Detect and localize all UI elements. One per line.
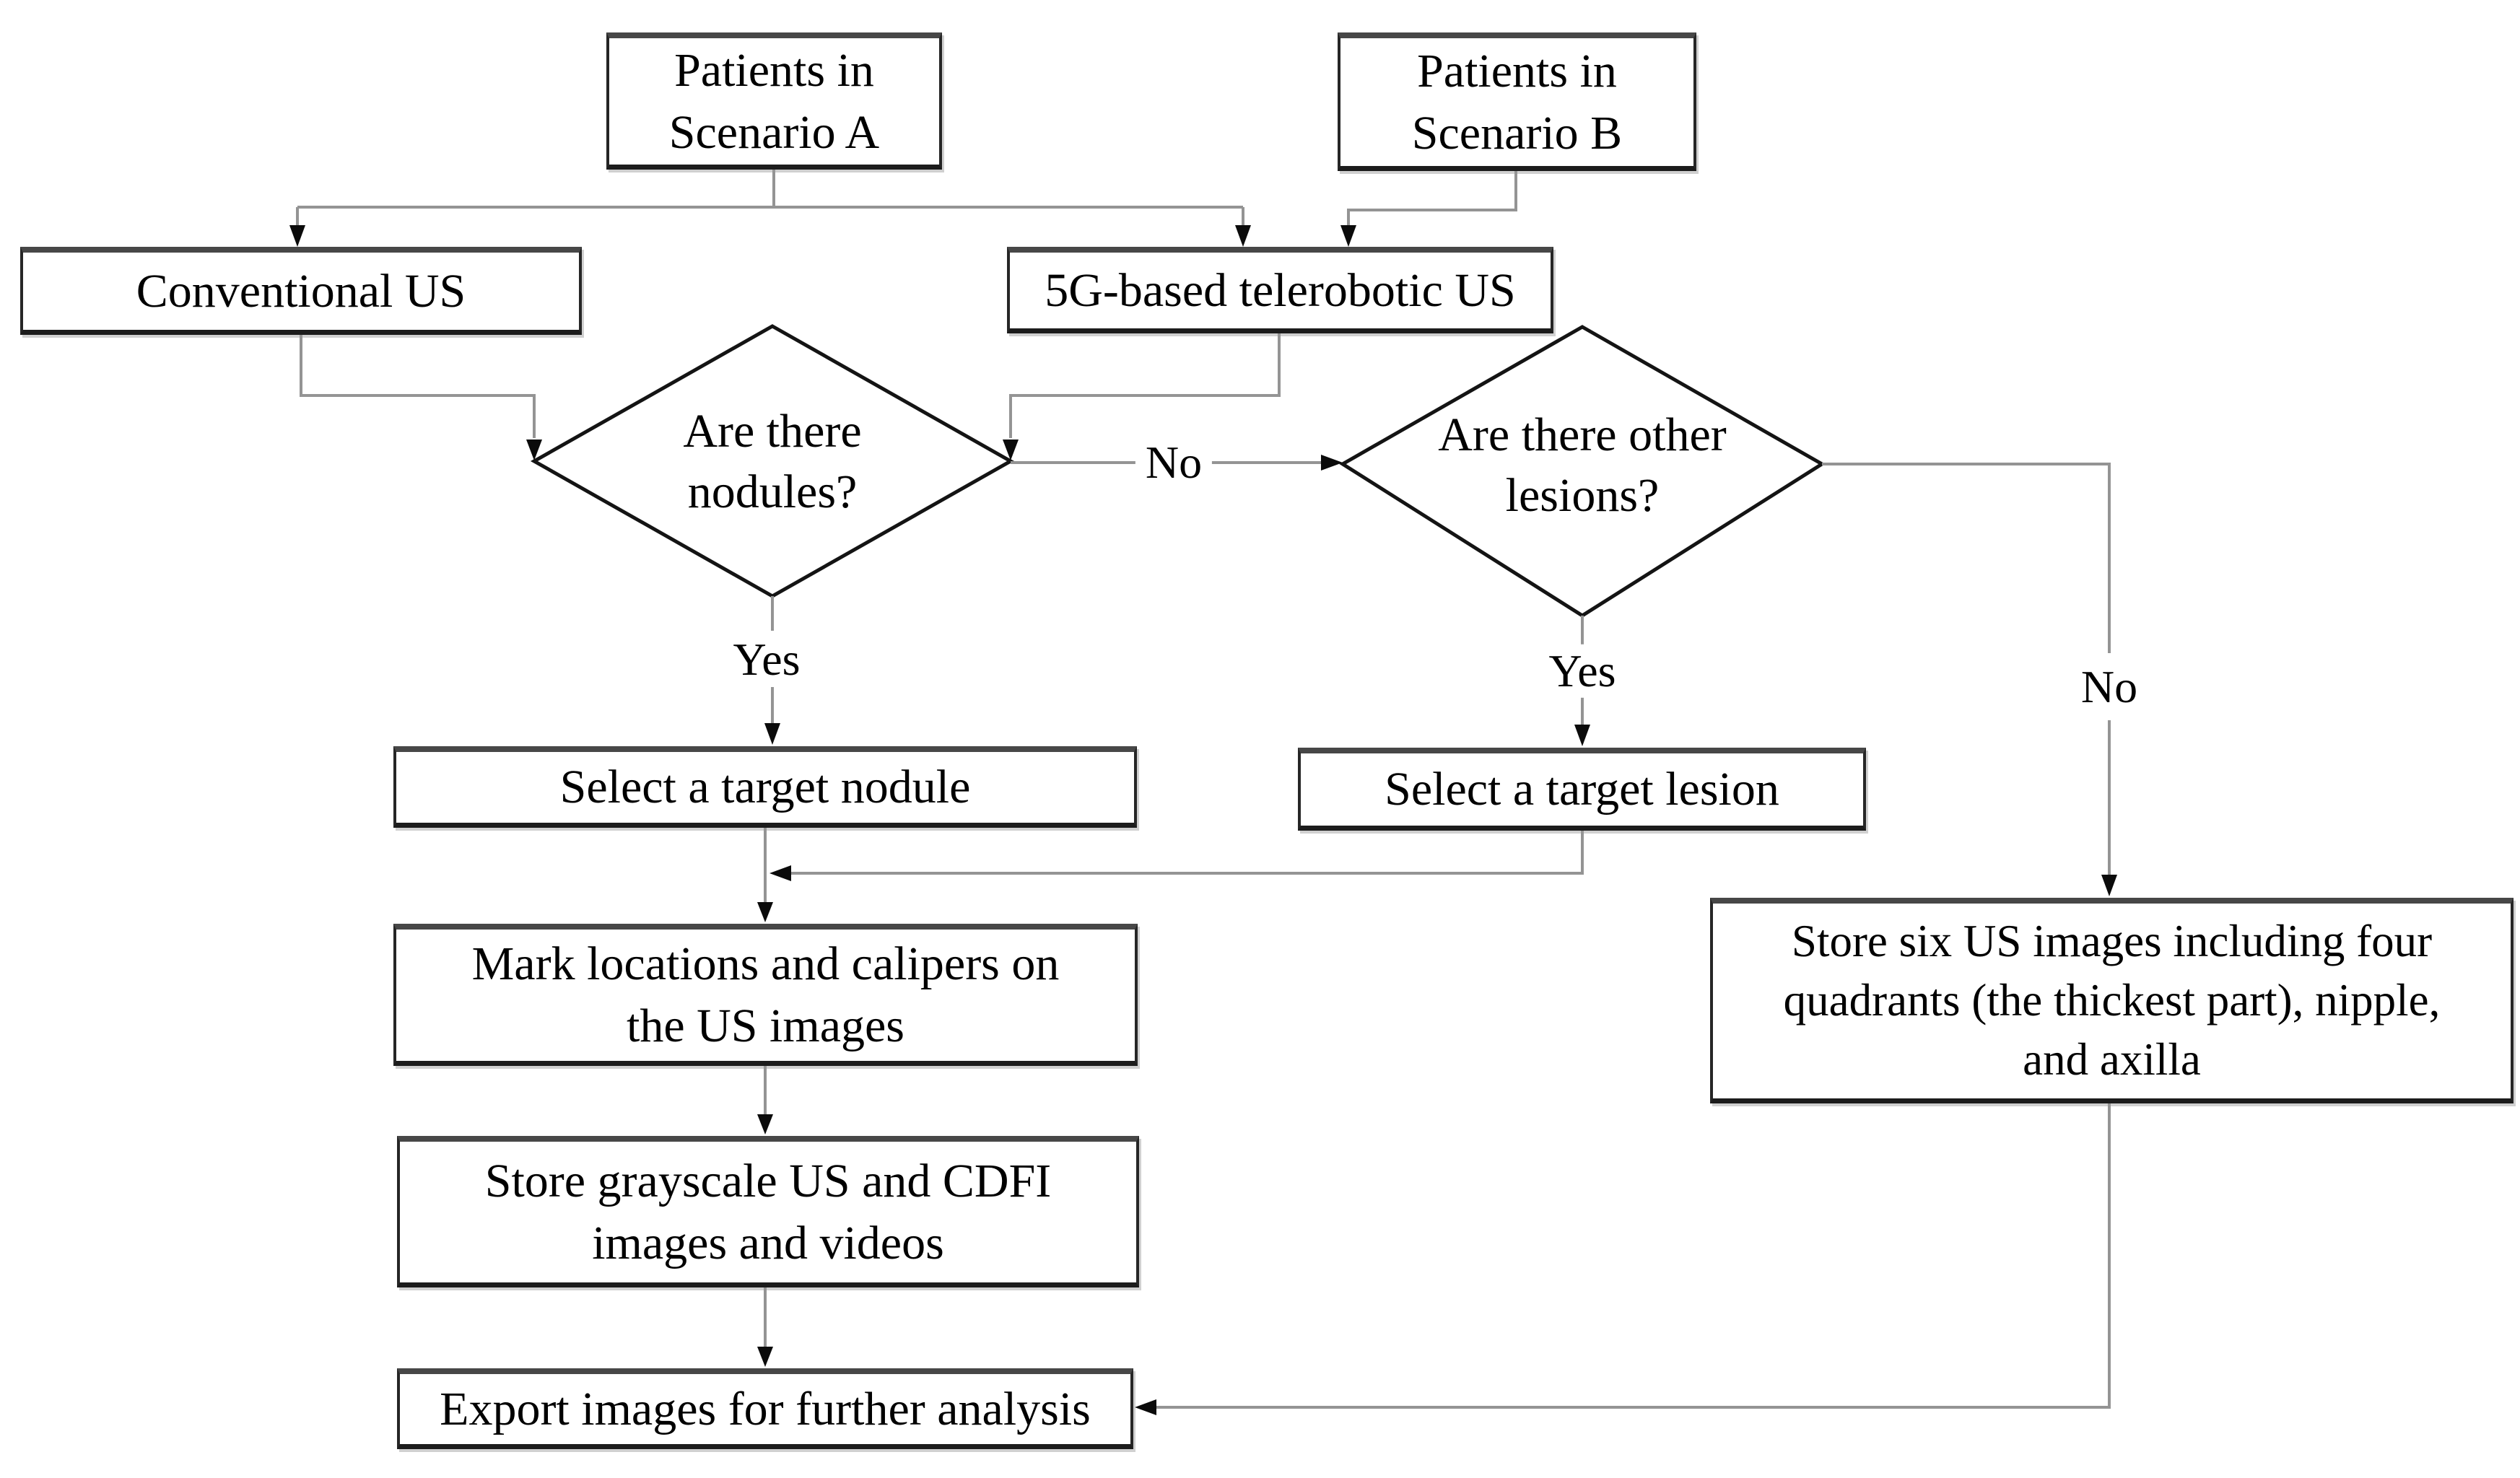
node-patients-scenario-b-label: Patients in Scenario B [1411,44,1623,159]
node-telerobotic-us: 5G-based telerobotic US [1007,247,1553,333]
node-mark-locations-label: Mark locations and calipers on the US im… [471,937,1060,1052]
edge-select-lesion-merge [769,831,1584,881]
arrowhead [1574,725,1590,746]
arrowhead [289,225,305,247]
node-conventional-us: Conventional US [20,247,582,335]
edge-lesions-no-to-store-six [1822,463,2117,896]
node-select-target-nodule: Select a target nodule [393,746,1137,828]
arrowhead [1003,440,1019,460]
node-store-six-images-label: Store six US images including four quadr… [1783,916,2441,1085]
edge-scenario-b-to-telerobotic [1340,167,1517,247]
arrowhead [526,440,542,460]
edge-lesions-yes-to-select-lesion [1574,616,1590,746]
arrowhead [2101,875,2117,896]
edge-mark-to-store-grayscale [757,1066,773,1134]
node-store-grayscale-label: Store grayscale US and CDFI images and v… [484,1154,1052,1269]
node-select-target-lesion-label: Select a target lesion [1385,763,1779,816]
node-conventional-us-label: Conventional US [136,264,466,318]
edge-conventional-to-nodules-decision [300,335,542,460]
node-patients-scenario-a: Patients in Scenario A [606,32,942,170]
arrowhead [1135,1399,1156,1415]
edge-scenario-a-split [289,167,1251,247]
node-store-six-images: Store six US images including four quadr… [1710,898,2514,1103]
edge-label-lesions-yes: Yes [1538,644,1626,699]
edge-nodules-yes-to-select-nodule [764,596,780,745]
arrowhead [769,865,791,881]
edge-label-nodules-yes: Yes [723,632,811,687]
node-store-grayscale: Store grayscale US and CDFI images and v… [397,1136,1139,1287]
node-patients-scenario-a-label: Patients in Scenario A [668,43,880,159]
arrowhead [1321,455,1343,471]
node-export-images-label: Export images for further analysis [440,1382,1091,1435]
arrowhead [1340,225,1356,247]
arrowhead [757,902,773,922]
edge-store-grayscale-to-export [757,1287,773,1367]
edge-label-nodules-no: No [1135,435,1213,490]
node-select-target-lesion: Select a target lesion [1298,748,1866,831]
node-select-target-nodule-label: Select a target nodule [559,761,971,814]
edge-telerobotic-to-nodules-decision [1003,333,1281,460]
node-mark-locations: Mark locations and calipers on the US im… [393,924,1138,1066]
edge-label-lesions-no: No [2070,660,2148,714]
edge-store-six-to-export [1135,1103,2111,1415]
arrowhead [757,1114,773,1134]
arrowhead [1235,225,1251,247]
arrowhead [764,723,780,745]
decision-nodules-shape [530,324,1015,598]
node-telerobotic-us-label: 5G-based telerobotic US [1045,263,1516,317]
decision-lesions-shape [1339,325,1826,618]
edge-select-nodule-to-mark-locations [757,828,773,922]
arrowhead [757,1347,773,1367]
node-export-images: Export images for further analysis [397,1368,1133,1449]
node-patients-scenario-b: Patients in Scenario B [1338,32,1696,171]
